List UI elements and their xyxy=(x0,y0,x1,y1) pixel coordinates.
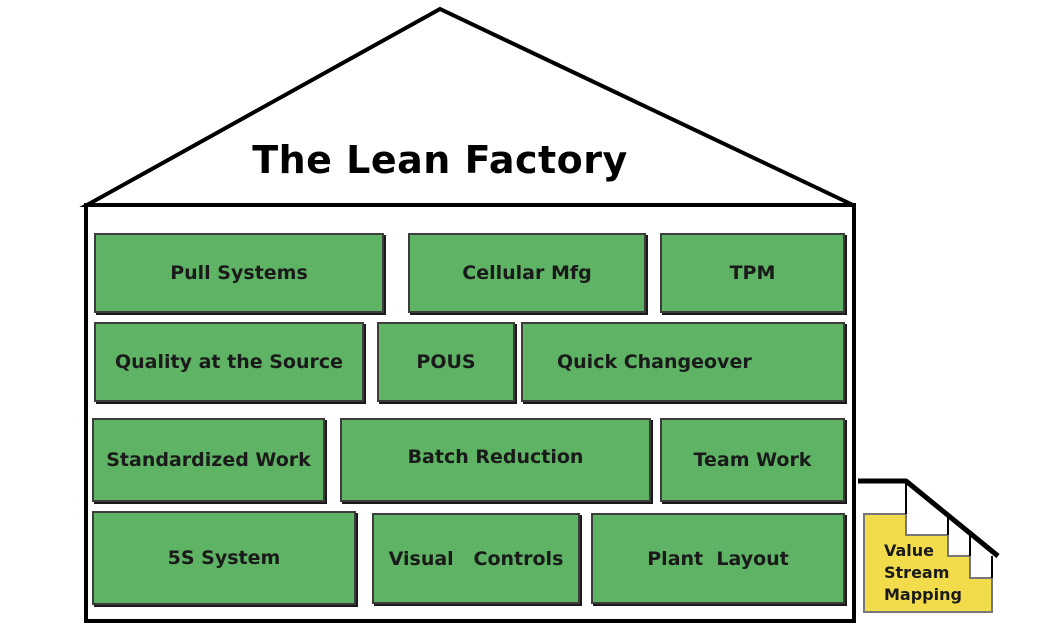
stairs-label-line3: Mapping xyxy=(884,585,962,604)
block-5s-system: 5S System xyxy=(92,511,356,605)
value-stream-mapping-label: Value Stream Mapping xyxy=(872,540,992,606)
block-visual-controls: Visual Controls xyxy=(372,513,580,604)
block-cellular-mfg: Cellular Mfg xyxy=(408,233,646,313)
handrail xyxy=(858,478,1000,558)
block-team-work: Team Work xyxy=(660,418,845,502)
block-standardized-work: Standardized Work xyxy=(92,418,325,502)
diagram-title: The Lean Factory xyxy=(252,138,628,182)
block-batch-reduction: Batch Reduction xyxy=(340,418,651,502)
stairs-label-line2: Stream xyxy=(884,563,950,582)
block-pous: POUS xyxy=(377,322,515,402)
block-plant-layout: Plant Layout xyxy=(591,513,845,604)
stairs-label-line1: Value xyxy=(884,541,935,560)
block-quick-changeover: Quick Changeover xyxy=(521,322,845,402)
stairs xyxy=(858,478,1000,613)
block-quality-at-the-source: Quality at the Source xyxy=(94,322,364,402)
block-tpm: TPM xyxy=(660,233,845,313)
block-pull-systems: Pull Systems xyxy=(94,233,384,313)
